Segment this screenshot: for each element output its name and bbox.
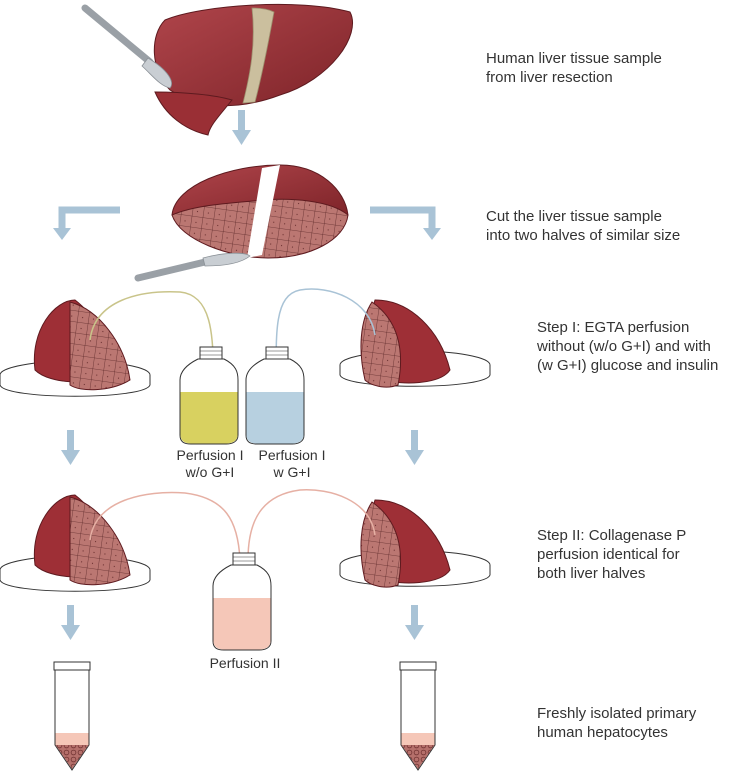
centrifuge-tube-right	[399, 661, 437, 771]
petri-dish-left-1	[0, 299, 151, 397]
bottle-label-perfusion-2: Perfusion II	[209, 655, 281, 671]
arrow-down-icon	[61, 605, 80, 640]
tube-perfusion-1-wo	[89, 291, 215, 391]
petri-dish-left-2	[0, 494, 151, 592]
bottle-perfusion-1-w	[245, 346, 305, 445]
step-5-text: Freshly isolated primary human hepatocyt…	[537, 705, 697, 741]
tube-perfusion-1-w	[275, 288, 376, 391]
arrow-down-icon	[405, 605, 424, 640]
bottle-label-perfusion-1-wo: Perfusion I w/o G+I	[176, 447, 244, 480]
arrow-split-left-icon	[53, 206, 120, 240]
petri-dish-right-1	[339, 299, 491, 388]
tube-perfusion-2-left	[89, 491, 241, 561]
step-4-text: Step II: Collagenase P perfusion identic…	[537, 527, 687, 582]
step-1-text: Human liver tissue sample from liver res…	[486, 50, 662, 86]
petri-dish-right-2	[339, 499, 491, 588]
whole-liver	[153, 3, 353, 136]
step-2-text: Cut the liver tissue sample into two hal…	[486, 208, 681, 244]
bottle-perfusion-2	[212, 552, 272, 651]
tube-perfusion-2-right	[247, 489, 376, 561]
scalpel-icon	[134, 252, 251, 282]
scalpel-icon	[81, 4, 172, 89]
bottle-label-perfusion-1-w: Perfusion I w G+I	[258, 447, 326, 480]
arrow-down-icon	[405, 430, 424, 465]
arrow-split-right-icon	[370, 206, 441, 240]
arrow-down-icon	[232, 110, 251, 145]
bottle-perfusion-1-wo	[179, 346, 239, 445]
cut-liver	[171, 164, 349, 259]
centrifuge-tube-left	[53, 661, 91, 771]
step-3-text: Step I: EGTA perfusion without (w/o G+I)…	[537, 319, 719, 374]
arrow-down-icon	[61, 430, 80, 465]
